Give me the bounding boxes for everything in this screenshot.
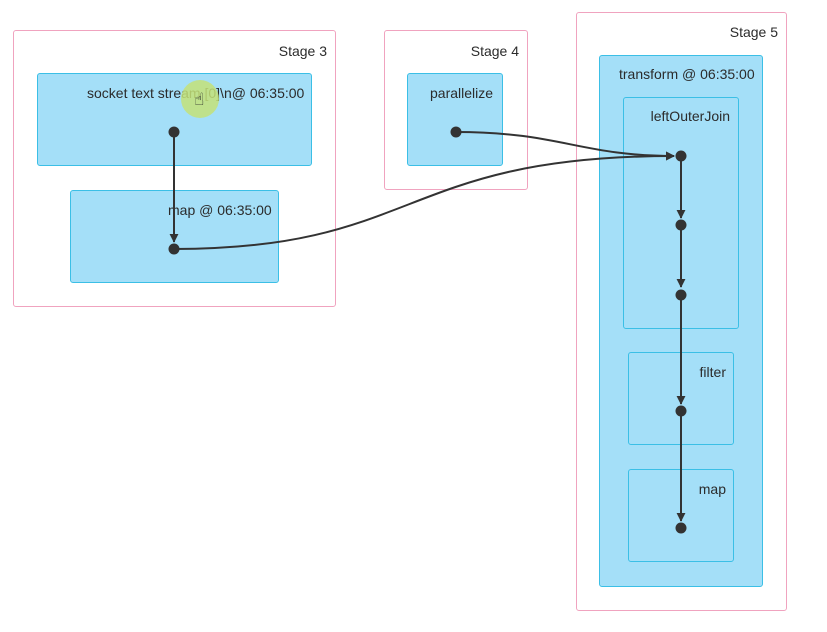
op-transform-label: transform @ 06:35:00 [619,66,755,82]
stage-5-label: Stage 5 [729,24,778,40]
op-leftouterjoin-label: leftOuterJoin [650,108,730,124]
stage-5-box: Stage 5 [576,12,787,611]
op-map-stage3[interactable]: map @ 06:35:00 [70,190,279,283]
op-map-stage3-label: map @ 06:35:00 [168,202,272,218]
stage-4-label: Stage 4 [470,43,519,59]
op-filter-label: filter [699,364,726,380]
op-parallelize[interactable]: parallelize [407,73,503,166]
op-filter[interactable]: filter [628,352,734,445]
op-leftouterjoin[interactable]: leftOuterJoin [623,97,739,329]
hand-pointer-icon: ☝ [194,90,205,109]
op-socket-text-stream[interactable]: socket text stream [0]\n@ 06:35:00 [37,73,312,166]
cursor-highlight [181,80,219,118]
op-map-stage5[interactable]: map [628,469,734,562]
stage-3-label: Stage 3 [278,43,327,59]
op-parallelize-label: parallelize [430,85,494,101]
op-map-stage5-label: map [698,481,726,497]
